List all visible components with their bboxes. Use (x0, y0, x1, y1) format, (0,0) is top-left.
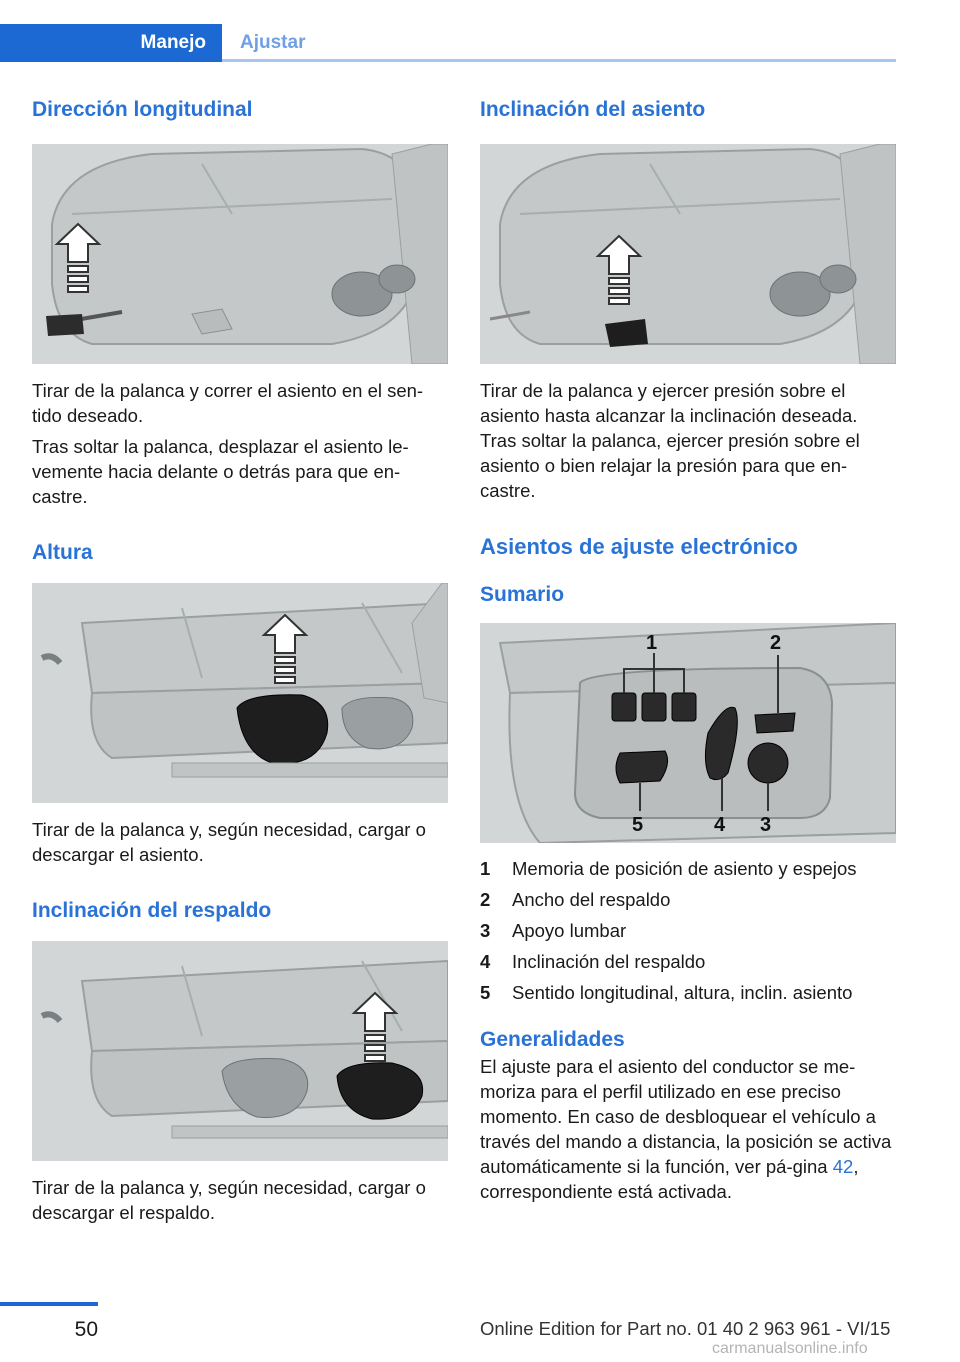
page-number: 50 (74, 1318, 98, 1341)
seat-height-illustration (32, 583, 448, 803)
generalidades-text-end: , correspondiente está activada. (480, 1156, 859, 1202)
callout-2: 2 (770, 632, 781, 654)
left-column: Dirección longitudinal Tirar de la palan… (32, 96, 448, 1225)
legend-text: Memoria de posición de asiento y espejos (512, 858, 857, 879)
callout-3: 3 (760, 814, 771, 836)
paragraph-respaldo: Tirar de la palanca y, según necesidad, … (32, 1177, 426, 1223)
legend-text: Apoyo lumbar (512, 920, 627, 941)
callout-5: 5 (632, 814, 643, 836)
paragraph-longitudinal-2: Tras soltar la palanca, desplazar el asi… (32, 436, 409, 507)
paragraph-generalidades: El ajuste para el asiento del conductor … (480, 1054, 896, 1204)
controls-legend: 1 Memoria de posición de asiento y espej… (480, 853, 896, 1008)
tab-manejo[interactable]: Manejo (0, 24, 222, 62)
section-title-sumario: Sumario (480, 583, 565, 606)
legend-number: 4 (480, 951, 491, 972)
header-tabs: Manejo Ajustar (0, 0, 896, 62)
legend-number: 3 (480, 920, 491, 941)
paragraph-inclinacion-asiento: Tirar de la palanca y ejercer presión so… (480, 380, 860, 501)
page-link-42[interactable]: 42 (832, 1156, 854, 1177)
backrest-illustration (32, 941, 448, 1161)
legend-text: Ancho del respaldo (512, 889, 671, 910)
electric-controls-illustration: 1 2 3 4 5 (480, 623, 896, 843)
generalidades-text: El ajuste para el asiento del conductor … (480, 1056, 892, 1177)
legend-text: Inclinación del respaldo (512, 951, 706, 972)
callout-4: 4 (714, 814, 726, 836)
right-column: Inclinación del asiento Tirar de la pala… (480, 96, 896, 1204)
paragraph-longitudinal-1: Tirar de la palanca y correr el asiento … (32, 380, 424, 426)
paragraph-altura: Tirar de la palanca y, según necesidad, … (32, 819, 426, 865)
online-edition-label: Online Edition for Part no. 01 40 2 963 … (480, 1318, 891, 1339)
section-title-inclinacion-asiento: Inclinación del asiento (480, 98, 706, 121)
watermark: carmanualsonline.info (712, 1340, 868, 1357)
legend-number: 5 (480, 982, 491, 1003)
list-item: 1 Memoria de posición de asiento y espej… (480, 853, 896, 884)
legend-text: Sentido longitudinal, altura, inclin. as… (512, 982, 853, 1003)
section-title-respaldo: Inclinación del respaldo (32, 899, 272, 922)
callout-1: 1 (646, 632, 657, 654)
list-item: 2 Ancho del respaldo (480, 884, 896, 915)
list-item: 5 Sentido longitudinal, altura, inclin. … (480, 977, 896, 1008)
legend-number: 2 (480, 889, 491, 910)
section-title-generalidades: Generalidades (480, 1028, 625, 1051)
tab-underline (222, 59, 896, 62)
section-title-altura: Altura (32, 541, 93, 564)
footer-accent-bar (0, 1302, 98, 1306)
legend-number: 1 (480, 858, 491, 879)
tab-ajustar[interactable]: Ajustar (240, 32, 306, 53)
seat-longitudinal-illustration (32, 144, 448, 364)
seat-tilt-illustration (480, 144, 896, 364)
list-item: 4 Inclinación del respaldo (480, 946, 896, 977)
section-title-direccion: Dirección longitudinal (32, 98, 253, 121)
list-item: 3 Apoyo lumbar (480, 915, 896, 946)
section-title-ajuste-electronico: Asientos de ajuste electrónico (480, 534, 798, 559)
